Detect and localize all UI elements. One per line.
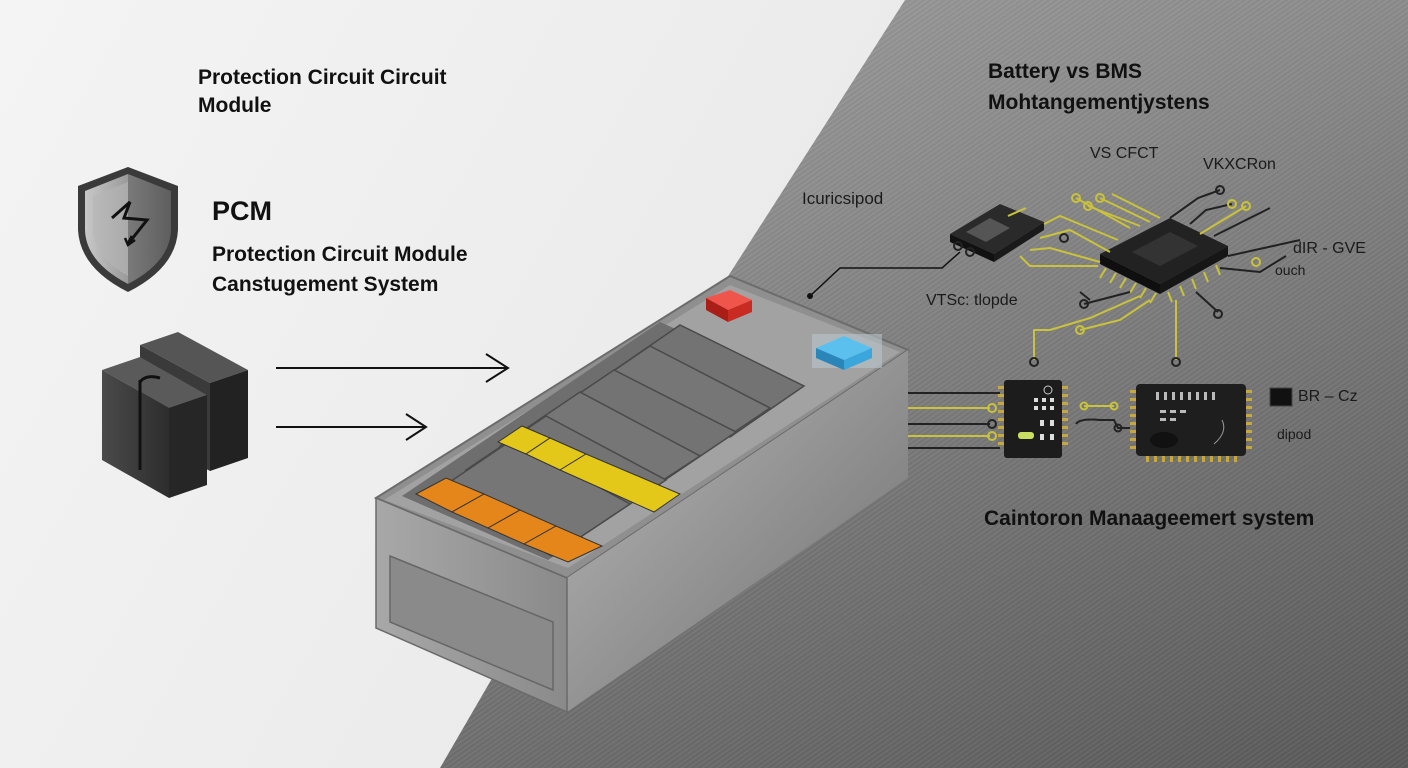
label-dipod: dipod (1277, 426, 1312, 442)
header-title-line1: Protection Circuit Circuit (198, 66, 447, 89)
header-title: Protection Circuit Circuit Module (198, 64, 447, 120)
microchip-icon (950, 204, 1044, 262)
pcm-abbreviation: PCM (212, 196, 272, 226)
pcb-traces (1019, 189, 1301, 360)
bms-title: Battery vs BMS Mohtangementjystens (988, 56, 1210, 118)
magnet-block-icon (102, 332, 248, 498)
arrow-right-icon (276, 353, 510, 383)
bms-title-line1: Battery vs BMS (988, 60, 1143, 83)
pcb-pads (953, 185, 1261, 367)
label-circuit-pod: Icuricsipod (802, 189, 884, 208)
bms-title-line2: Mohtangementjystens (988, 91, 1210, 114)
blue-indicator-button (812, 334, 882, 370)
battery-pack-icon (373, 274, 1000, 714)
microchip-icon (998, 380, 1068, 458)
bms-bottom-title: Caintoron Manaageemert system (984, 507, 1315, 530)
chip-link-traces (1075, 401, 1130, 433)
shield-lightning-icon (78, 167, 178, 292)
pcm-description: Protection Circuit Module Canstugement S… (212, 240, 468, 300)
battery-cells (402, 322, 806, 563)
header-title-line2: Module (198, 94, 272, 117)
pcm-description-line2: Canstugement System (212, 273, 439, 296)
microchip-icon (1099, 218, 1228, 304)
leader-line (809, 251, 961, 297)
red-indicator-button (706, 290, 752, 322)
label-vts-tlopde: VTSc: tlopde (926, 292, 1018, 309)
arrow-right-icon (276, 413, 428, 441)
br-cz-swatch (1269, 387, 1293, 407)
microchip-icon (1130, 384, 1252, 462)
label-vs-cfct: VS CFCT (1090, 145, 1159, 162)
label-ouch: ouch (1275, 262, 1306, 278)
label-vkxcron: VKXCRon (1203, 156, 1276, 173)
label-br-cz: BR – Cz (1298, 388, 1358, 405)
label-dir-gve: dIR - GVE (1293, 240, 1366, 257)
pcm-description-line1: Protection Circuit Module (212, 243, 468, 266)
